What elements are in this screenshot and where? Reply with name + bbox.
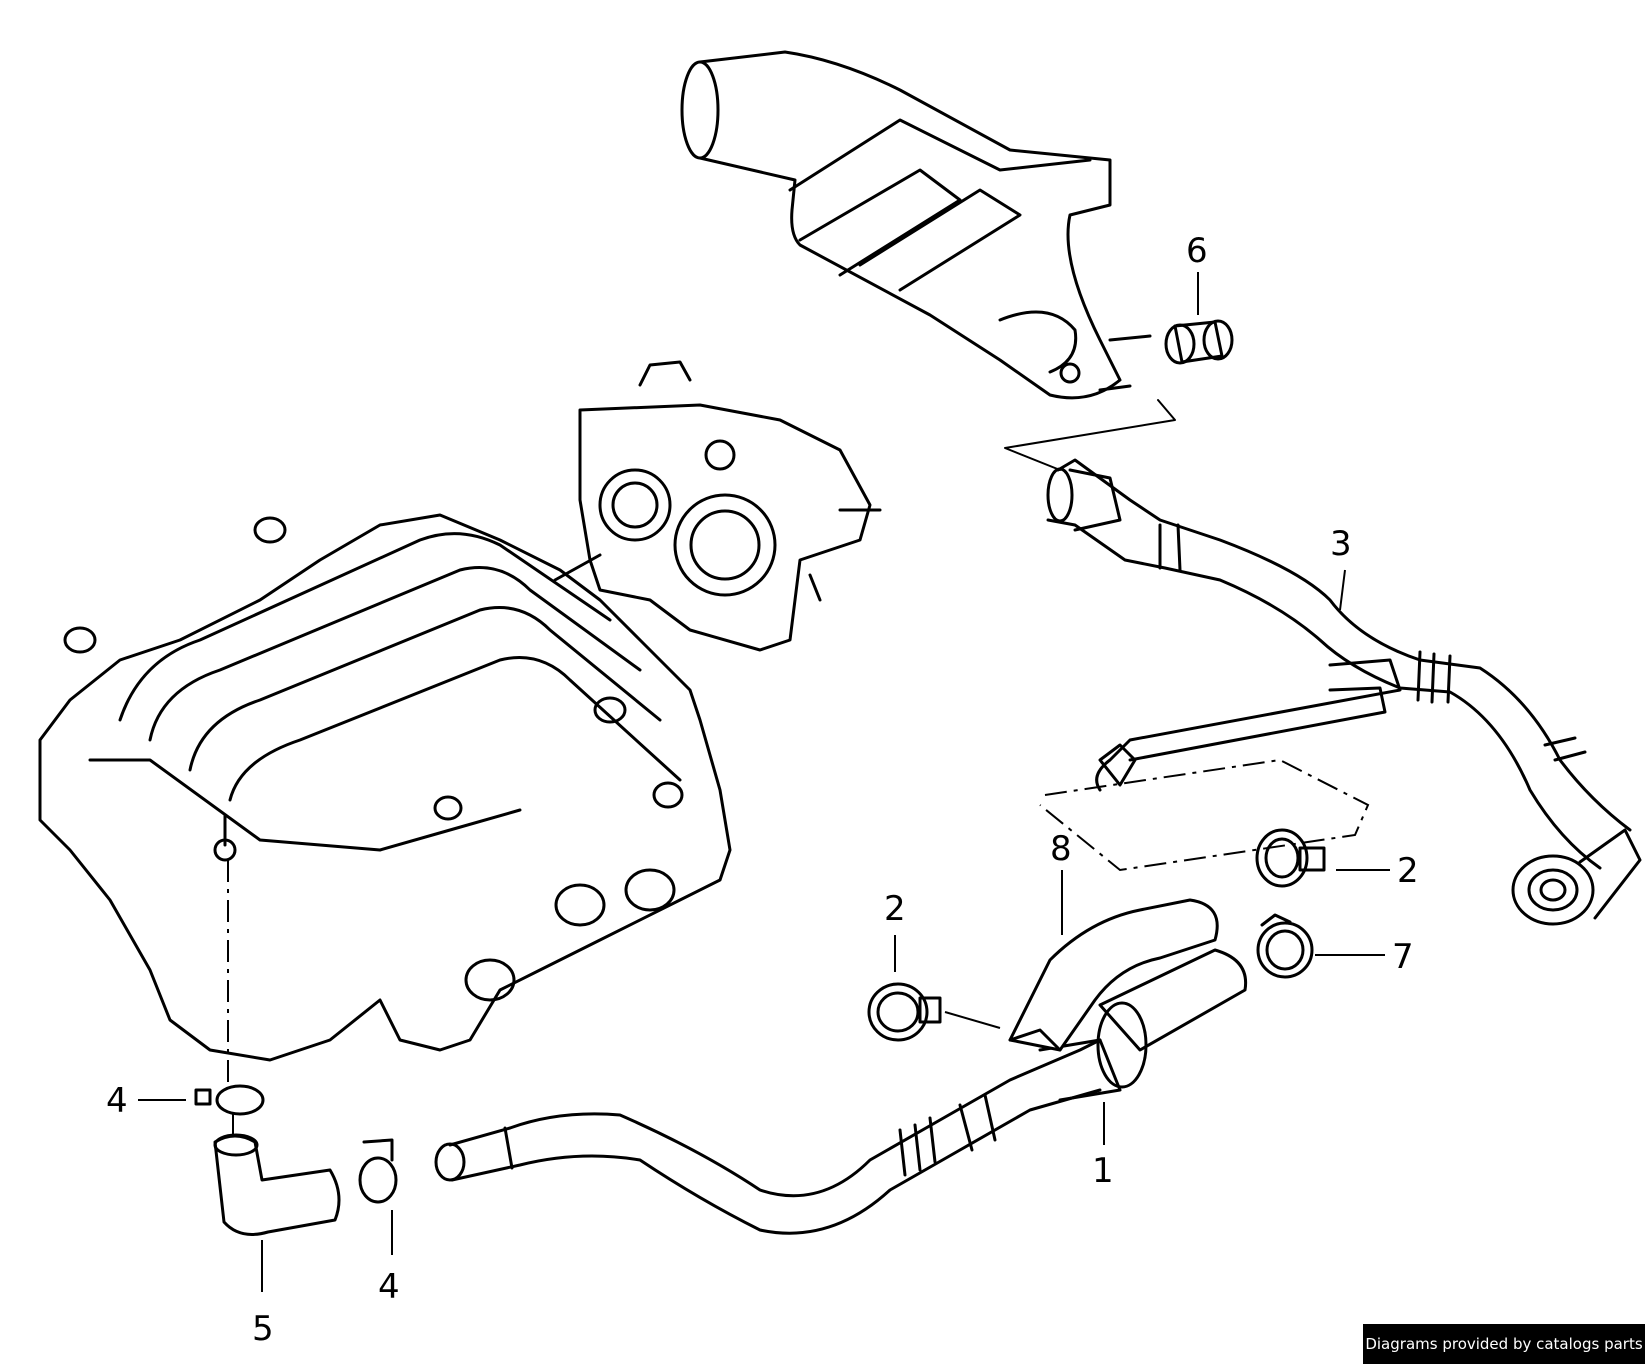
air-intake-housing <box>680 50 1152 400</box>
hose-elbow-connector <box>1511 828 1642 926</box>
callout-2-right: 2 <box>1397 851 1419 891</box>
callout-2-middle: 2 <box>884 889 906 929</box>
callout-4-lower: 4 <box>378 1267 400 1307</box>
intake-manifold <box>38 513 732 1062</box>
part-2-clamp-middle <box>867 982 942 1042</box>
dashed-reference-frame <box>1039 758 1370 872</box>
part-4-clamp-upper <box>194 1084 265 1116</box>
callout-7: 7 <box>1392 937 1414 977</box>
part-7-clamp <box>1256 913 1314 979</box>
callout-5: 5 <box>252 1309 274 1349</box>
leader-lines <box>138 272 1390 1292</box>
part-8-hose <box>1008 898 1219 1052</box>
attribution-banner: Diagrams provided by catalogs parts <box>1363 1324 1645 1364</box>
callout-1: 1 <box>1092 1151 1114 1191</box>
part-6-bushing <box>1164 319 1234 365</box>
callout-3: 3 <box>1330 524 1352 564</box>
callout-8: 8 <box>1050 829 1072 869</box>
part-4-clamp-lower <box>358 1138 398 1204</box>
part-2-clamp-right <box>1255 828 1326 888</box>
callout-4-upper: 4 <box>106 1081 128 1121</box>
break-line <box>1004 399 1176 471</box>
part-3-breather-hose <box>1046 458 1632 870</box>
throttle-body <box>553 360 882 652</box>
callout-6: 6 <box>1186 231 1208 271</box>
part-5-elbow-hose <box>213 1133 341 1236</box>
part-1-breather-hose <box>434 948 1248 1235</box>
